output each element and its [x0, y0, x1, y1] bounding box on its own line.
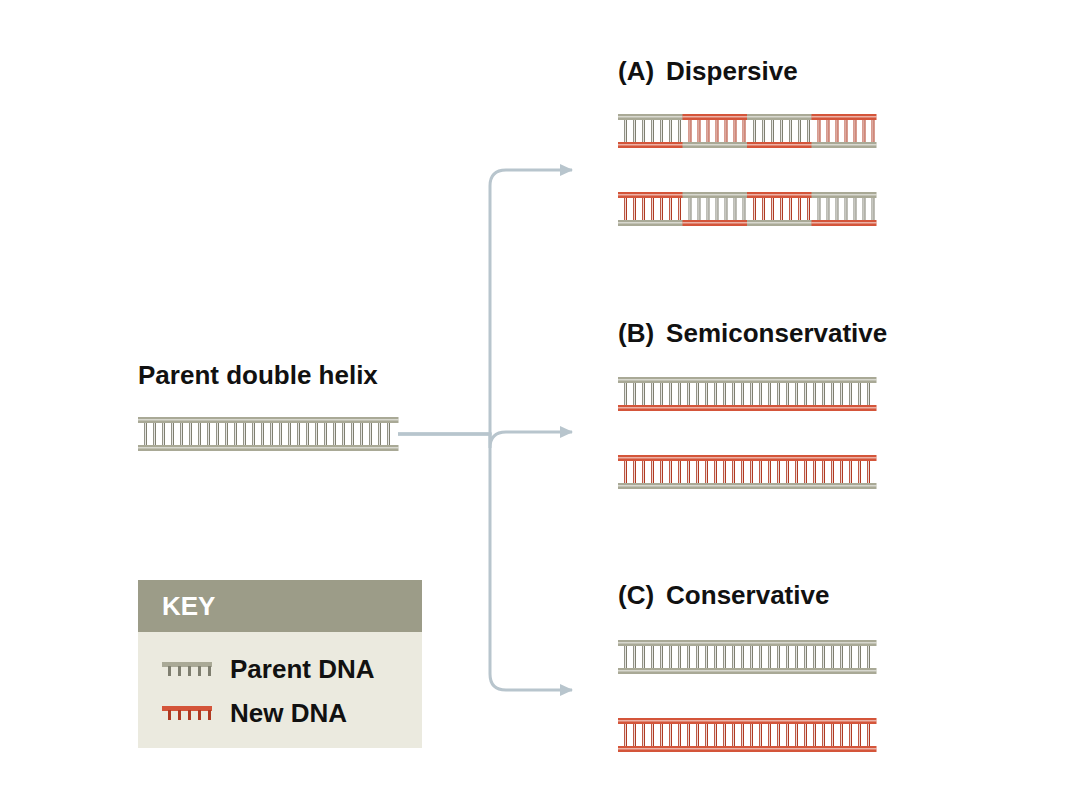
- dna-ladder: [618, 640, 877, 674]
- legend-sample: [162, 705, 212, 721]
- model-letter: (C): [618, 580, 654, 610]
- dna-ladder: [618, 192, 877, 226]
- heading: (A) Dispersive: [572, 56, 876, 86]
- dna-ladder: [618, 114, 877, 148]
- heading: (B) Semiconservative: [572, 318, 891, 348]
- dna-ladder: [618, 377, 877, 411]
- model-name: Semiconservative: [666, 318, 887, 348]
- dna-ladder: [618, 718, 877, 752]
- heading: Parent double helix: [138, 360, 398, 390]
- replication-model: (A) Dispersive: [572, 56, 876, 231]
- legend-row: Parent DNA: [162, 652, 374, 686]
- replication-model: (B) Semiconservative: [572, 318, 891, 493]
- key-panel: KEY Parent DNA New DNA: [138, 580, 422, 748]
- dna-ladder: [138, 417, 399, 451]
- model-name: Parent double helix: [138, 360, 378, 390]
- branch-arrow: [398, 170, 572, 434]
- heading: (C) Conservative: [572, 580, 876, 610]
- model-name: Conservative: [666, 580, 829, 610]
- model-letter: (A): [618, 56, 654, 86]
- legend-row: New DNA: [162, 696, 347, 730]
- legend-text: Parent DNA: [230, 654, 374, 684]
- legend-sample: [162, 661, 212, 677]
- model-name: Dispersive: [666, 56, 798, 86]
- replication-model: (C) Conservative: [572, 580, 876, 755]
- branch-arrow: [398, 434, 572, 690]
- legend-text: New DNA: [230, 698, 347, 728]
- dna-ladder: [618, 455, 877, 489]
- model-letter: (B): [618, 318, 654, 348]
- key-title: KEY: [162, 590, 215, 622]
- parent-helix: Parent double helix: [138, 360, 398, 455]
